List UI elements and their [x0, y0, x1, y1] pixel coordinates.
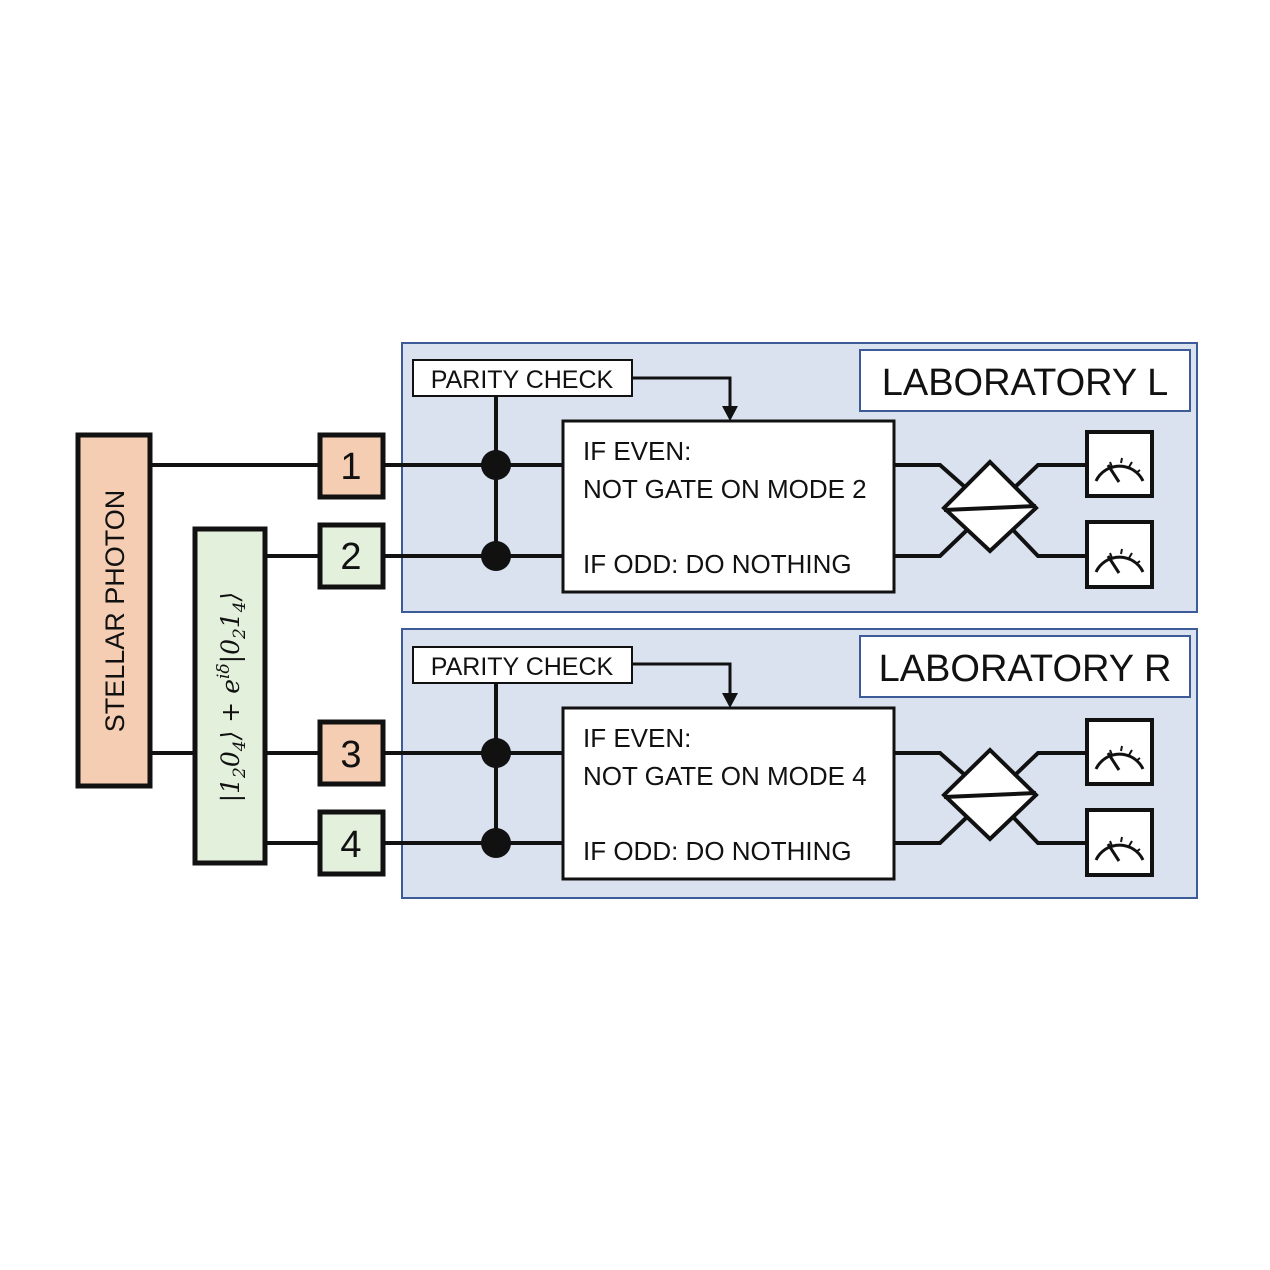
lab-r-parity-arrow: [632, 662, 732, 695]
lab-r-bs-out-bottom: [1012, 816, 1087, 845]
laboratory-l: LABORATORY L PARITY CHECK IF EVEN: NOT G…: [383, 342, 1198, 613]
lab-r-bs-out-top: [1012, 751, 1087, 778]
mode-4-label: 4: [340, 824, 361, 866]
formula-mid1: 0: [216, 751, 245, 767]
formula-post: ⟩: [216, 592, 245, 603]
lab-r-gate-if-even: IF EVEN:: [583, 723, 691, 753]
lab-l-title-box: [859, 349, 1191, 412]
lab-r-control-dot-1: [481, 738, 511, 768]
lab-l-bs-in-bottom: [894, 529, 968, 558]
lab-r-gate-not-gate: NOT GATE ON MODE 4: [583, 761, 867, 791]
lab-l-gate-if-even: IF EVEN:: [583, 436, 691, 466]
mode-box-1: 1: [317, 432, 386, 500]
lab-r-bs-in-bottom: [894, 816, 968, 845]
lab-r-title: LABORATORY R: [879, 648, 1172, 690]
mode-3-label: 3: [340, 734, 361, 776]
formula-pre: |1: [216, 778, 246, 802]
lab-r-gate-if-odd: IF ODD: DO NOTHING: [583, 836, 852, 866]
stellar-photon-label: STELLAR PHOTON: [100, 490, 130, 733]
formula-sub3: 2: [230, 628, 250, 640]
formula-mid4: 1: [216, 612, 245, 628]
lab-l-control-dot-1: [481, 450, 511, 480]
lab-r-control-dot-2: [481, 828, 511, 858]
stellar-photon-source: STELLAR PHOTON: [75, 432, 153, 789]
lab-l-gate-box: [561, 419, 896, 594]
lab-l-detector-top: [1085, 430, 1154, 498]
lab-r-bs-in-top: [894, 751, 968, 778]
lab-r-detector-top: [1085, 718, 1154, 786]
mode-box-4: 4: [317, 809, 386, 877]
formula-sub4: 4: [230, 601, 250, 613]
lab-r-detector-bottom: [1085, 808, 1154, 877]
stellar-photon-box: [75, 432, 153, 789]
lab-r-beam-splitter-mirror: [943, 791, 1037, 799]
lab-l-gate-if-odd: IF ODD: DO NOTHING: [583, 549, 852, 579]
formula-sub2: 4: [230, 740, 250, 752]
lab-l-bs-out-top: [1012, 463, 1087, 490]
entangled-state-source: |1204⟩ + eiδ|0214⟩: [192, 526, 268, 866]
mode-box-3: 3: [317, 719, 386, 787]
formula-mid3: |0: [216, 639, 246, 663]
lab-l-control-dot-2: [481, 541, 511, 571]
mode-box-2: 2: [317, 522, 386, 590]
lab-l-gate-not-gate: NOT GATE ON MODE 2: [583, 474, 867, 504]
mode-2-label: 2: [340, 536, 361, 578]
lab-r-gate-box: [561, 706, 896, 881]
mode-1-label: 1: [340, 446, 361, 488]
lab-l-bs-out-bottom: [1012, 529, 1087, 558]
lab-r-title-box: [859, 635, 1191, 698]
laboratory-r: LABORATORY R PARITY CHECK IF EVEN: NOT G…: [383, 628, 1198, 899]
lab-l-beam-splitter-mirror: [943, 504, 1037, 512]
formula-sup: iδ: [214, 663, 234, 679]
lab-l-parity-arrow: [632, 376, 732, 408]
lab-l-title: LABORATORY L: [882, 362, 1169, 404]
lab-l-bs-in-top: [894, 463, 968, 490]
lab-l-parity-arrowhead: [722, 406, 738, 421]
lab-l-detector-bottom: [1085, 520, 1154, 589]
lab-r-parity-label: PARITY CHECK: [431, 653, 614, 681]
entangled-state-box: [192, 526, 268, 866]
formula-mid2: ⟩ + e: [216, 679, 245, 741]
formula-sub1: 2: [230, 767, 250, 779]
lab-l-parity-label: PARITY CHECK: [431, 366, 614, 394]
lab-l-parity-box: [412, 359, 633, 397]
lab-r-parity-arrowhead: [722, 693, 738, 708]
entangled-state-formula: |1204⟩ + eiδ|0214⟩: [214, 592, 250, 803]
